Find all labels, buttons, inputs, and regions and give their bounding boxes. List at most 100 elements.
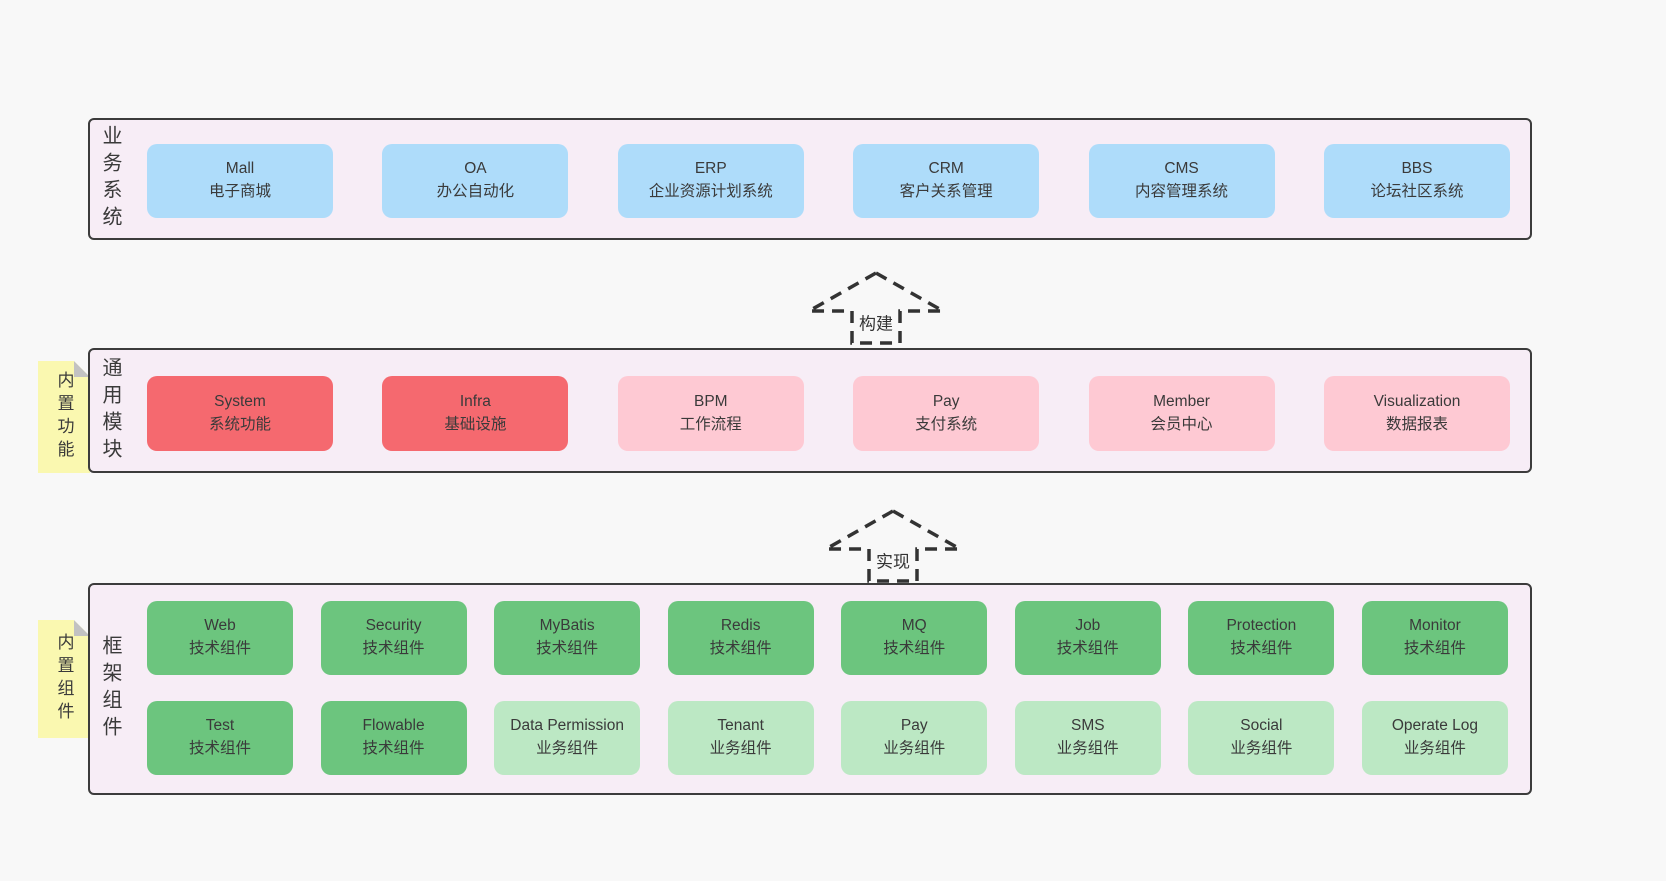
box-redis: Redis 技术组件	[667, 601, 814, 675]
box-security: Security 技术组件	[320, 601, 467, 675]
box-infra: Infra 基础设施	[382, 376, 569, 451]
framework-row-2: Test 技术组件 Flowable 技术组件 Data Permission …	[147, 701, 1508, 775]
box-bbs: BBS 论坛社区系统	[1323, 144, 1510, 218]
box-subtitle: 技术组件	[1056, 640, 1119, 657]
box-subtitle: 办公自动化	[436, 183, 515, 200]
box-subtitle: 内容管理系统	[1135, 183, 1229, 200]
box-title: MQ	[901, 617, 927, 635]
box-subtitle: 业务组件	[1056, 740, 1119, 757]
build-arrow-label: 构建	[857, 309, 895, 335]
box-title: Pay	[932, 392, 960, 410]
up-arrow-icon	[806, 270, 946, 345]
business-systems-panel: 业务系统 Mall 电子商城 OA 办公自动化 ERP 企业资源计划系统 CRM…	[88, 118, 1532, 240]
framework-components-panel: 框架组件 Web 技术组件 Security 技术组件 MyBatis 技术组件…	[88, 583, 1532, 795]
box-subtitle: 技术组件	[188, 640, 251, 657]
box-title: Pay	[900, 717, 928, 735]
box-mq: MQ 技术组件	[841, 601, 988, 675]
box-subtitle: 技术组件	[1230, 640, 1293, 657]
box-subtitle: 业务组件	[536, 740, 599, 757]
box-protection: Protection 技术组件	[1188, 601, 1335, 675]
box-social: Social 业务组件	[1188, 701, 1335, 775]
box-title: Flowable	[362, 717, 425, 735]
built-in-features-note-label: 内置功能	[54, 371, 74, 463]
box-subtitle: 技术组件	[362, 640, 425, 657]
business-systems-row: Mall 电子商城 OA 办公自动化 ERP 企业资源计划系统 CRM 客户关系…	[147, 144, 1510, 218]
box-title: MyBatis	[539, 617, 595, 635]
box-subtitle: 技术组件	[1403, 640, 1466, 657]
implement-arrow-label: 实现	[874, 547, 912, 573]
box-title: Protection	[1226, 617, 1297, 635]
box-title: Security	[365, 617, 422, 635]
box-title: System	[214, 392, 266, 410]
box-subtitle: 技术组件	[709, 640, 772, 657]
build-arrow: 构建	[806, 270, 946, 346]
box-title: Tenant	[717, 717, 764, 735]
box-subtitle: 论坛社区系统	[1370, 183, 1464, 200]
box-subtitle: 数据报表	[1385, 415, 1448, 433]
box-operate-log: Operate Log 业务组件	[1361, 701, 1508, 775]
box-mall: Mall 电子商城	[147, 144, 333, 218]
common-modules-panel: 通用模块 System 系统功能 Infra 基础设施 BPM 工作流程 Pay…	[88, 348, 1532, 473]
box-title: Test	[205, 717, 235, 735]
box-sms: SMS 业务组件	[1014, 701, 1161, 775]
box-title: SMS	[1071, 717, 1105, 735]
box-title: CMS	[1164, 160, 1199, 178]
box-bpm: BPM 工作流程	[617, 376, 804, 451]
box-visualization: Visualization 数据报表	[1323, 376, 1510, 451]
box-pay: Pay 支付系统	[853, 376, 1040, 451]
box-monitor: Monitor 技术组件	[1361, 601, 1508, 675]
box-subtitle: 客户关系管理	[899, 183, 993, 200]
box-oa: OA 办公自动化	[382, 144, 569, 218]
box-subtitle: 会员中心	[1150, 415, 1213, 433]
box-title: Data Permission	[510, 717, 624, 735]
box-title: CRM	[928, 160, 964, 178]
box-subtitle: 支付系统	[915, 415, 978, 433]
box-system: System 系统功能	[147, 376, 333, 451]
box-mybatis: MyBatis 技术组件	[494, 601, 641, 675]
framework-row-1: Web 技术组件 Security 技术组件 MyBatis 技术组件 Redi…	[147, 601, 1508, 675]
box-title: Monitor	[1409, 617, 1461, 635]
common-modules-label: 通用模块	[99, 356, 121, 465]
box-subtitle: 业务组件	[1403, 740, 1466, 757]
box-flowable: Flowable 技术组件	[320, 701, 467, 775]
up-arrow-icon	[823, 508, 963, 583]
box-title: Redis	[720, 617, 761, 635]
box-subtitle: 技术组件	[536, 640, 599, 657]
implement-arrow: 实现	[823, 508, 963, 584]
box-test: Test 技术组件	[147, 701, 293, 775]
business-systems-label: 业务系统	[99, 125, 121, 233]
box-subtitle: 技术组件	[883, 640, 946, 657]
box-subtitle: 电子商城	[208, 183, 271, 200]
box-title: Job	[1075, 617, 1101, 635]
box-subtitle: 业务组件	[883, 740, 946, 757]
box-pay-biz: Pay 业务组件	[841, 701, 988, 775]
box-title: Operate Log	[1391, 717, 1479, 735]
box-title: Social	[1240, 717, 1283, 735]
box-title: Web	[204, 617, 236, 635]
box-title: BPM	[693, 392, 728, 410]
box-subtitle: 技术组件	[188, 740, 251, 757]
box-cms: CMS 内容管理系统	[1088, 144, 1275, 218]
box-title: BBS	[1401, 160, 1433, 178]
built-in-features-note: 内置功能	[38, 361, 90, 473]
box-title: Member	[1153, 392, 1210, 410]
built-in-components-note-label: 内置组件	[54, 633, 74, 725]
box-subtitle: 技术组件	[362, 740, 425, 757]
box-erp: ERP 企业资源计划系统	[617, 144, 804, 218]
box-title: ERP	[694, 160, 727, 178]
box-data-permission: Data Permission 业务组件	[494, 701, 641, 775]
box-title: OA	[464, 160, 487, 178]
box-subtitle: 企业资源计划系统	[648, 183, 773, 200]
box-tenant: Tenant 业务组件	[667, 701, 814, 775]
box-subtitle: 业务组件	[1230, 740, 1293, 757]
built-in-components-note: 内置组件	[38, 620, 90, 738]
box-member: Member 会员中心	[1088, 376, 1275, 451]
box-title: Infra	[459, 392, 491, 410]
box-title: Visualization	[1373, 392, 1461, 410]
box-subtitle: 业务组件	[709, 740, 772, 757]
box-web: Web 技术组件	[147, 601, 293, 675]
box-crm: CRM 客户关系管理	[853, 144, 1040, 218]
common-modules-row: System 系统功能 Infra 基础设施 BPM 工作流程 Pay 支付系统…	[147, 376, 1510, 451]
box-subtitle: 基础设施	[444, 415, 507, 433]
